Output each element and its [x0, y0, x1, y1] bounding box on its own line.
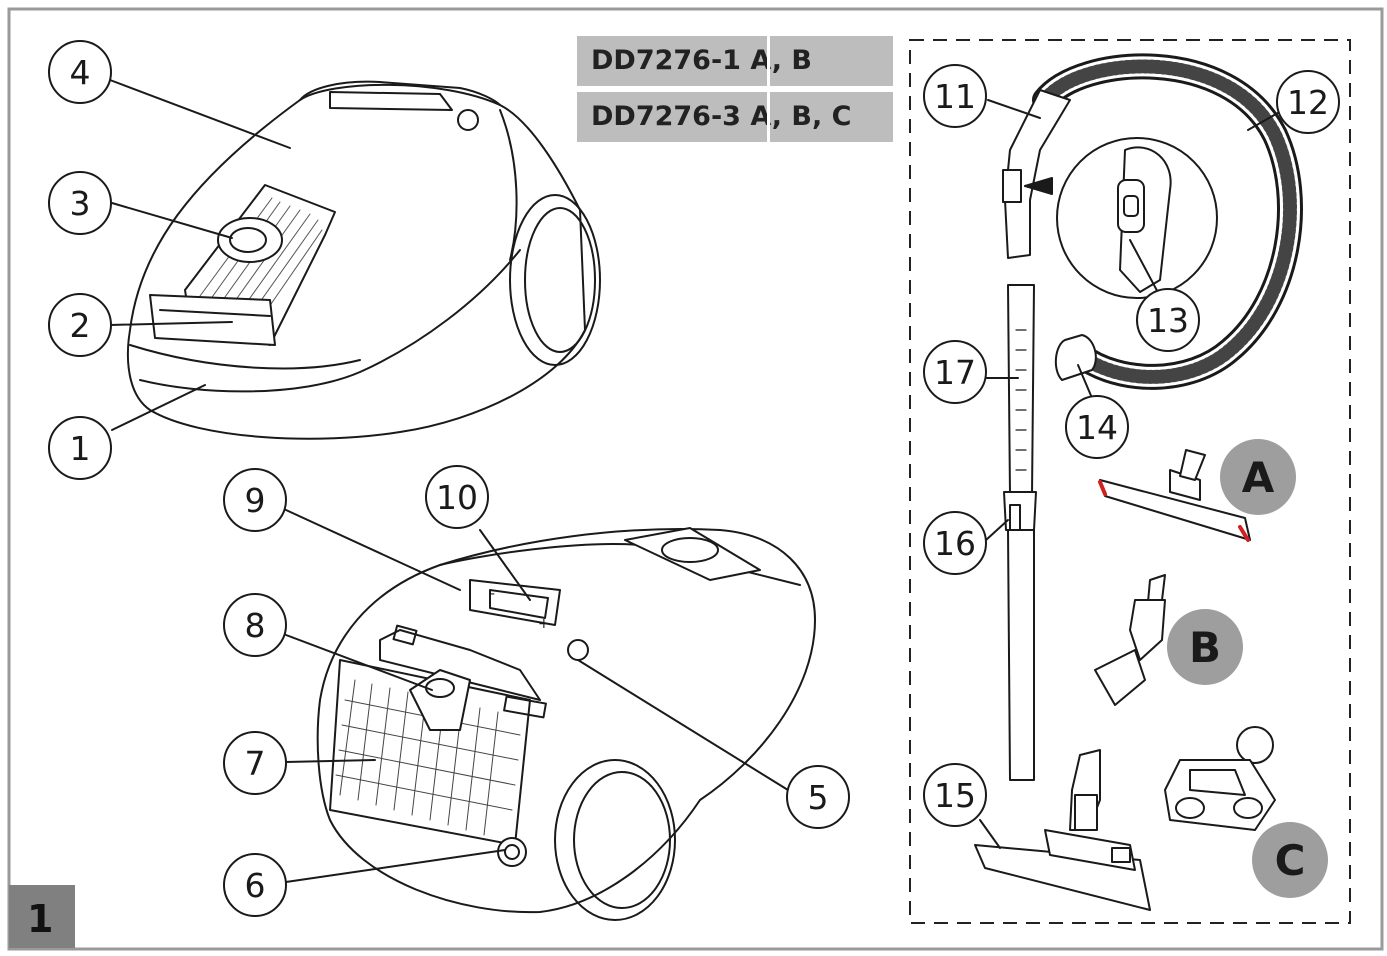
- callout-number: 9: [245, 481, 266, 520]
- telescopic-tube: [1003, 284, 1037, 781]
- accessory-c-turbo-brush: [1164, 726, 1276, 831]
- hose: [1002, 53, 1303, 390]
- callout-16: 16: [923, 511, 987, 575]
- callout-circle: [48, 293, 112, 357]
- callout-10: 10: [425, 465, 489, 529]
- callout-circle: [223, 731, 287, 795]
- svg-text:-: -: [490, 586, 495, 602]
- callout-circle: [48, 171, 112, 235]
- svg-text:+: +: [538, 616, 550, 632]
- callout-number: 16: [934, 524, 976, 563]
- accessory-b-brush: [1094, 574, 1166, 706]
- callout-number: 6: [245, 866, 266, 905]
- callout-number: 14: [1076, 408, 1118, 447]
- callout-circle: [48, 416, 112, 480]
- callout-circle: [923, 511, 987, 575]
- callout-circle: [1065, 395, 1129, 459]
- callout-number: 10: [436, 478, 478, 517]
- variant-badge-c: C: [1252, 822, 1328, 898]
- variant-letter: A: [1242, 453, 1275, 502]
- figure-number: 1: [9, 885, 75, 948]
- variant-letter: B: [1189, 623, 1221, 672]
- floor-nozzle: [974, 749, 1151, 911]
- variant-disc: [1252, 822, 1328, 898]
- callout-number: 4: [70, 53, 91, 92]
- model-label-2: DD7276-3 A, B, C: [577, 92, 893, 142]
- callout-2: 2: [48, 293, 112, 357]
- figure-frame: [7, 7, 1384, 951]
- leader-lines: [109, 79, 1284, 883]
- callout-circle: [923, 64, 987, 128]
- callout-8: 8: [223, 593, 287, 657]
- callout-3: 3: [48, 171, 112, 235]
- callout-circle: [223, 593, 287, 657]
- callout-14: 14: [1065, 395, 1129, 459]
- callout-number: 8: [245, 606, 266, 645]
- variant-disc: [1167, 609, 1243, 685]
- callout-13: 13: [1136, 288, 1200, 352]
- callout-number: 5: [808, 778, 829, 817]
- callout-number: 1: [70, 429, 91, 468]
- callout-circle: [48, 40, 112, 104]
- variant-badge-b: B: [1167, 609, 1243, 685]
- callout-circle: [1276, 70, 1340, 134]
- callout-5: 5: [786, 765, 850, 829]
- callout-number: 17: [934, 353, 976, 392]
- callout-circle: [923, 763, 987, 827]
- variant-letter: C: [1275, 836, 1306, 885]
- variant-badge-a: A: [1220, 439, 1296, 515]
- model-label-1: DD7276-1 A, B: [577, 36, 893, 86]
- vacuum-front-view: [126, 80, 601, 440]
- accessories-box: [909, 39, 1351, 924]
- callout-7: 7: [223, 731, 287, 795]
- callout-circle: [223, 468, 287, 532]
- callout-circle: [1136, 288, 1200, 352]
- callout-number: 15: [934, 776, 976, 815]
- callout-circle: [923, 340, 987, 404]
- callout-number: 12: [1287, 83, 1329, 122]
- callout-circle: [786, 765, 850, 829]
- callout-11: 11: [923, 64, 987, 128]
- callout-number: 3: [70, 184, 91, 223]
- variant-disc: [1220, 439, 1296, 515]
- callout-circle: [425, 465, 489, 529]
- callout-number: 7: [245, 744, 266, 783]
- vacuum-rear-view: + -: [316, 527, 816, 921]
- callout-circle: [223, 853, 287, 917]
- callout-15: 15: [923, 763, 987, 827]
- callout-number: 2: [70, 306, 91, 345]
- callout-1: 1: [48, 416, 112, 480]
- callout-9: 9: [223, 468, 287, 532]
- callout-number: 13: [1147, 301, 1189, 340]
- slider-detail-zoom: [1056, 137, 1218, 299]
- callout-17: 17: [923, 340, 987, 404]
- callout-12: 12: [1276, 70, 1340, 134]
- accessory-a-parquet-nozzle: [1098, 449, 1251, 542]
- callout-4: 4: [48, 40, 112, 104]
- callout-number: 11: [934, 77, 976, 116]
- callout-6: 6: [223, 853, 287, 917]
